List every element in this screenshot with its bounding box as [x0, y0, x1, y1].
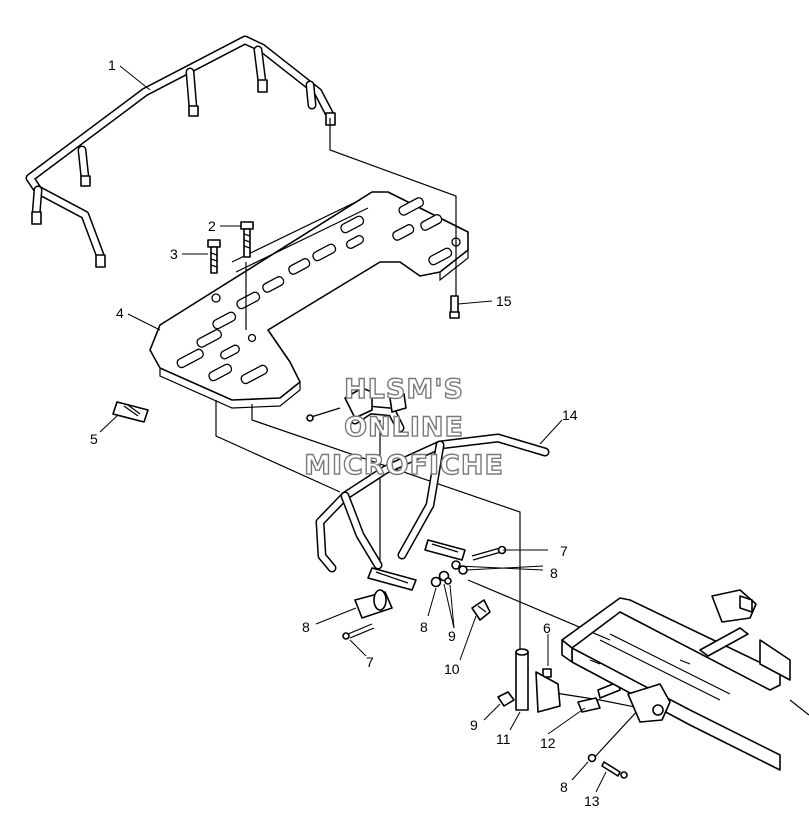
bolt-part-7-left: [342, 623, 375, 640]
callout-8-mid: 8: [420, 619, 428, 635]
callout-6: 6: [543, 620, 551, 636]
callout-8-left: 8: [302, 619, 310, 635]
callout-1: 1: [108, 57, 116, 73]
reflector-part-5: [112, 401, 149, 423]
bolt-part-7-right: [471, 545, 507, 561]
washer-part-8-lower: [587, 753, 597, 763]
post-part-11: [515, 648, 529, 711]
nut-part-6: [542, 668, 552, 678]
bolt-part-3: [207, 239, 221, 274]
callout-15: 15: [496, 293, 512, 309]
callout-13: 13: [584, 793, 600, 809]
callout-12: 12: [540, 735, 556, 751]
callout-7-left: 7: [366, 654, 374, 670]
callout-3: 3: [170, 246, 178, 262]
callout-8-lower: 8: [560, 779, 568, 795]
leader-lines: [99, 65, 607, 793]
callout-8-right: 8: [550, 565, 558, 581]
clip-part-10: [471, 599, 491, 621]
mount-plates: [367, 539, 466, 591]
callout-2: 2: [208, 218, 216, 234]
rack-platform-part-4: [149, 191, 469, 409]
washers-part-8: [430, 560, 468, 588]
watermark-line-2: ONLINE: [344, 412, 464, 443]
callout-14: 14: [562, 407, 578, 423]
callout-labels: 1 2 3 4 5 6 7 7 8 8 8 8 9 9 10 11 12 13 …: [90, 57, 600, 809]
bumper-tube-part-14: [315, 405, 550, 573]
watermark-line-3: MICROFICHE: [304, 450, 504, 481]
callout-9-lower: 9: [470, 717, 478, 733]
bolt-part-15: [449, 295, 460, 319]
tube-rack-part-1: [25, 35, 336, 268]
nuts-part-9: [438, 570, 452, 585]
callout-9-mid: 9: [448, 628, 456, 644]
watermark-line-1: HLSM'S: [344, 374, 464, 405]
nut-part-9-lower: [497, 691, 515, 707]
bolt-part-2: [240, 221, 254, 258]
callout-7-right: 7: [560, 543, 568, 559]
bolt-part-13: [601, 761, 628, 779]
callout-10: 10: [444, 661, 460, 677]
upper-bracket: [306, 387, 407, 422]
watermark: HLSM'S ONLINE MICROFICHE: [303, 373, 504, 481]
plate-part-8-left: [354, 589, 393, 619]
callout-5: 5: [90, 431, 98, 447]
callout-4: 4: [116, 305, 124, 321]
vehicle-frame: [561, 589, 809, 771]
callout-11: 11: [496, 731, 511, 747]
